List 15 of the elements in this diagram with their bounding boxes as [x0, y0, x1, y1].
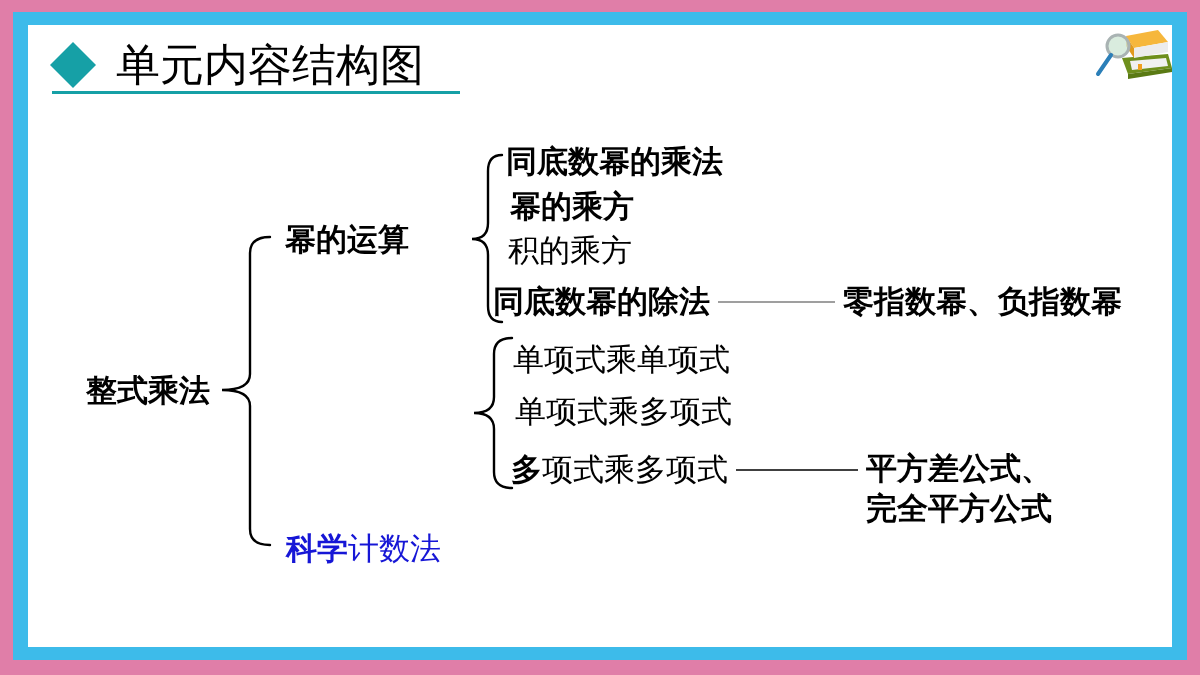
topic-label: 幂的运算 [285, 220, 409, 260]
topic-label: 平方差公式、完全平方公式 [866, 449, 1060, 529]
topic-label: 科学计数法 [286, 529, 441, 569]
topic-label: 单项式乘多项式 [515, 392, 732, 432]
topic-label: 零指数幂、负指数幂 [843, 282, 1122, 322]
connector-line [735, 469, 859, 471]
topic-label: 多项式乘多项式 [511, 450, 728, 490]
topic-label: 幂的乘方 [510, 187, 634, 227]
topic-label: 整式乘法 [86, 371, 210, 411]
topic-label: 同底数幂的除法 [493, 282, 710, 322]
slide-title: 单元内容结构图 [116, 39, 424, 91]
topic-label: 积的乘方 [508, 231, 632, 271]
topic-label: 单项式乘单项式 [513, 340, 730, 380]
topic-label: 同底数幂的乘法 [506, 142, 723, 182]
connector-line [717, 301, 836, 303]
